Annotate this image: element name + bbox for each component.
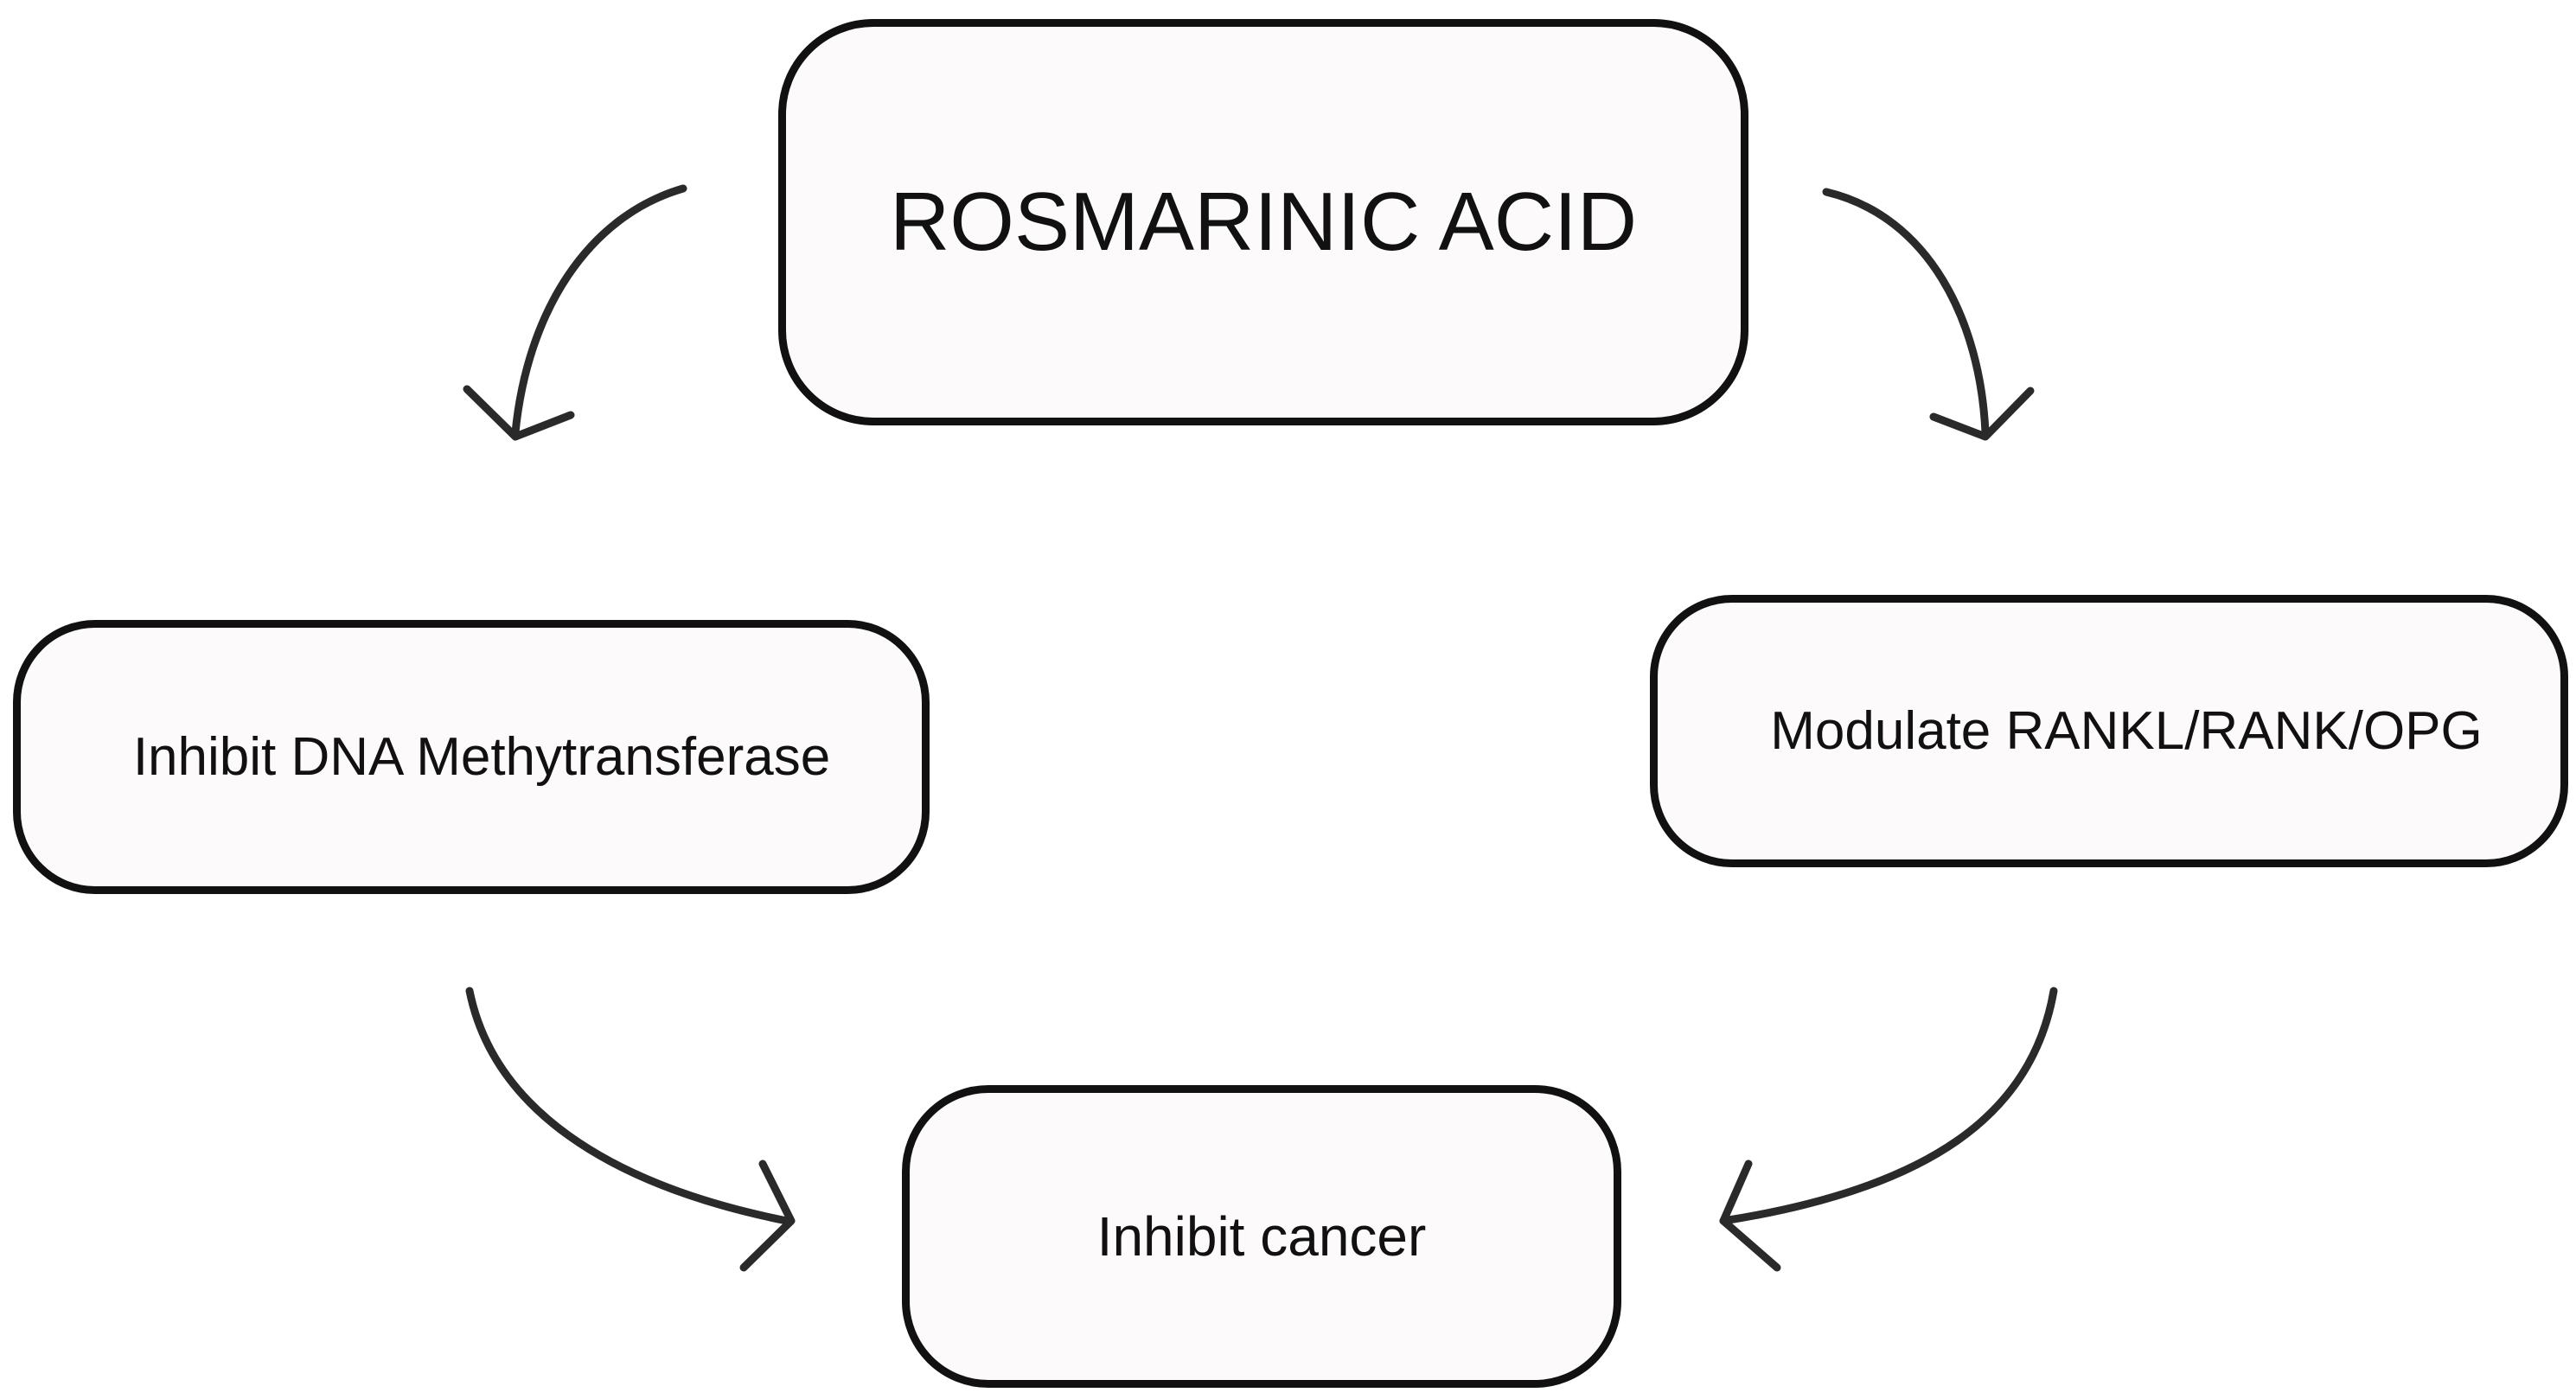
node-inhibit-cancer-label: Inhibit cancer — [1096, 1205, 1427, 1268]
arrow-left-to-bottom — [465, 987, 796, 1272]
arrow-top-to-left — [463, 184, 687, 441]
node-modulate-rankl-label: Modulate RANKL/RANK/OPG — [1770, 701, 2483, 761]
node-rosmarinic-acid: ROSMARINIC ACID — [778, 19, 1748, 425]
node-inhibit-dna-methyltransferase-label: Inhibit DNA Methytransferase — [132, 727, 831, 787]
node-rosmarinic-acid-label: ROSMARINIC ACID — [889, 176, 1638, 268]
node-inhibit-cancer: Inhibit cancer — [902, 1085, 1621, 1388]
arrow-top-to-right — [1822, 188, 2035, 441]
node-inhibit-dna-methyltransferase: Inhibit DNA Methytransferase — [13, 620, 930, 894]
node-modulate-rankl: Modulate RANKL/RANK/OPG — [1650, 595, 2568, 867]
arrow-right-to-bottom — [1719, 987, 2058, 1272]
